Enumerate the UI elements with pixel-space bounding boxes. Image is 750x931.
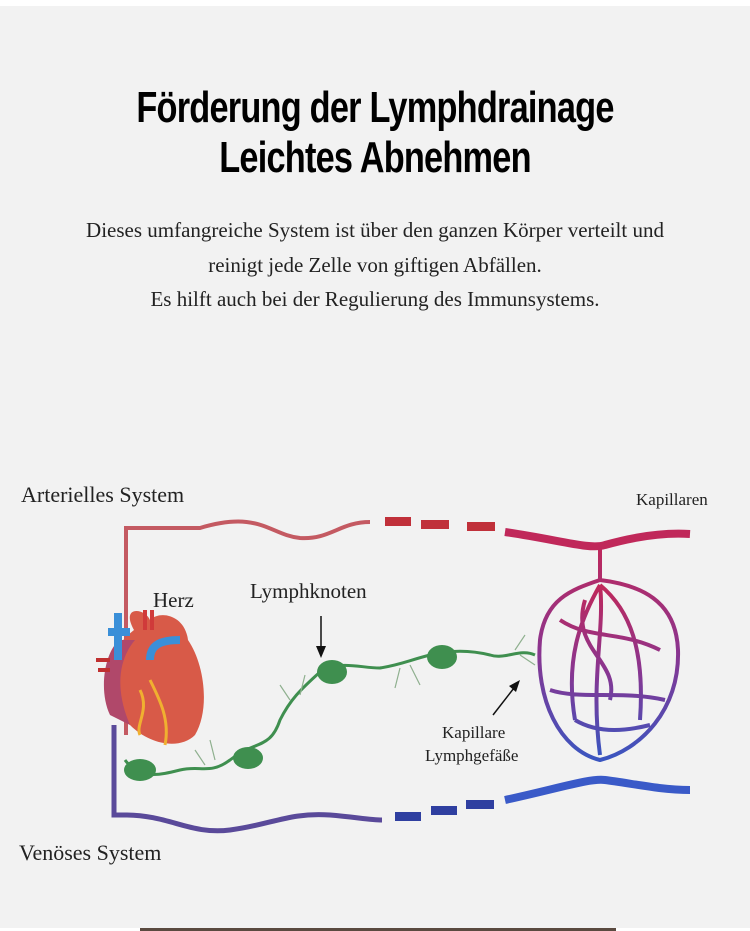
infographic-panel [0, 6, 750, 928]
description-line-1: Dieses umfangreiche System ist über den … [86, 218, 664, 242]
heart-illustration [96, 610, 204, 746]
lymph-node [233, 747, 263, 769]
title-line-1: Förderung der Lymphdrainage [136, 83, 614, 132]
lymphatic-vessel [123, 634, 536, 781]
capillary-network [537, 545, 681, 782]
lymph-node [317, 660, 347, 684]
venous-vessel [111, 725, 691, 834]
description-line-2: reinigt jede Zelle von giftigen Abfällen… [208, 253, 542, 277]
label-lymph-nodes: Lymphknoten [250, 579, 367, 603]
label-venous-system: Venöses System [19, 840, 162, 865]
arrow-up-right-icon [492, 680, 520, 716]
title-line-2: Leichtes Abnehmen [219, 133, 531, 182]
lymph-node [427, 645, 457, 669]
label-heart: Herz [153, 588, 194, 612]
label-lymph-capillaries-1: Kapillare [442, 723, 506, 742]
arrow-down-icon [316, 616, 326, 658]
lymph-node [124, 759, 156, 781]
label-capillaries: Kapillaren [636, 490, 708, 509]
next-image-edge [140, 928, 616, 931]
arterial-vessel [124, 517, 691, 735]
label-lymph-capillaries-2: Lymphgefäße [425, 746, 519, 765]
description-line-3: Es hilft auch bei der Regulierung des Im… [150, 287, 600, 311]
label-arterial-system: Arterielles System [21, 482, 185, 507]
